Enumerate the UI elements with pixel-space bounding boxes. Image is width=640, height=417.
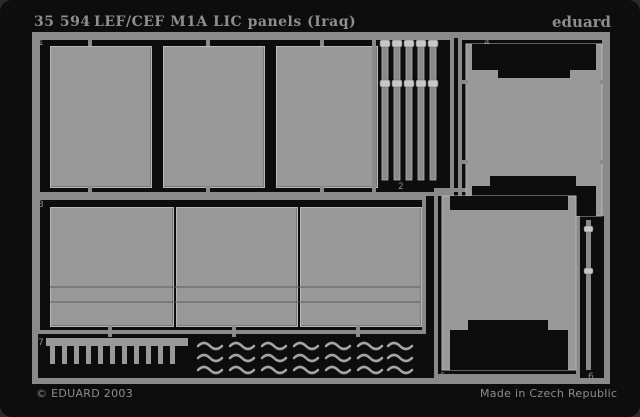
part-number-4: 4 — [484, 38, 490, 48]
frame-part-2 — [372, 36, 454, 196]
part-number-6: 6 — [588, 372, 594, 382]
panel-3a — [50, 207, 174, 327]
panel-1c — [276, 46, 378, 188]
sheet-title: LEF/CEF M1A LIC panels (Iraq) — [94, 14, 357, 30]
copyright-text: © EDUARD 2003 — [36, 387, 133, 400]
sheet-code: 35 594 — [34, 14, 91, 30]
part-number-1: 1 — [38, 38, 44, 48]
panel-3c — [300, 207, 422, 327]
origin-text: Made in Czech Republic — [480, 387, 618, 400]
panel-3b — [176, 207, 298, 327]
part-number-3: 3 — [38, 200, 44, 210]
brand-logo-text: eduard — [552, 13, 612, 31]
frame-part-3 — [36, 196, 426, 334]
part-number-2: 2 — [398, 182, 404, 192]
part-number-7: 7 — [38, 338, 44, 348]
panel-1a — [50, 46, 152, 188]
part-number-5: 5 — [440, 372, 446, 382]
panel-1b — [163, 46, 265, 188]
